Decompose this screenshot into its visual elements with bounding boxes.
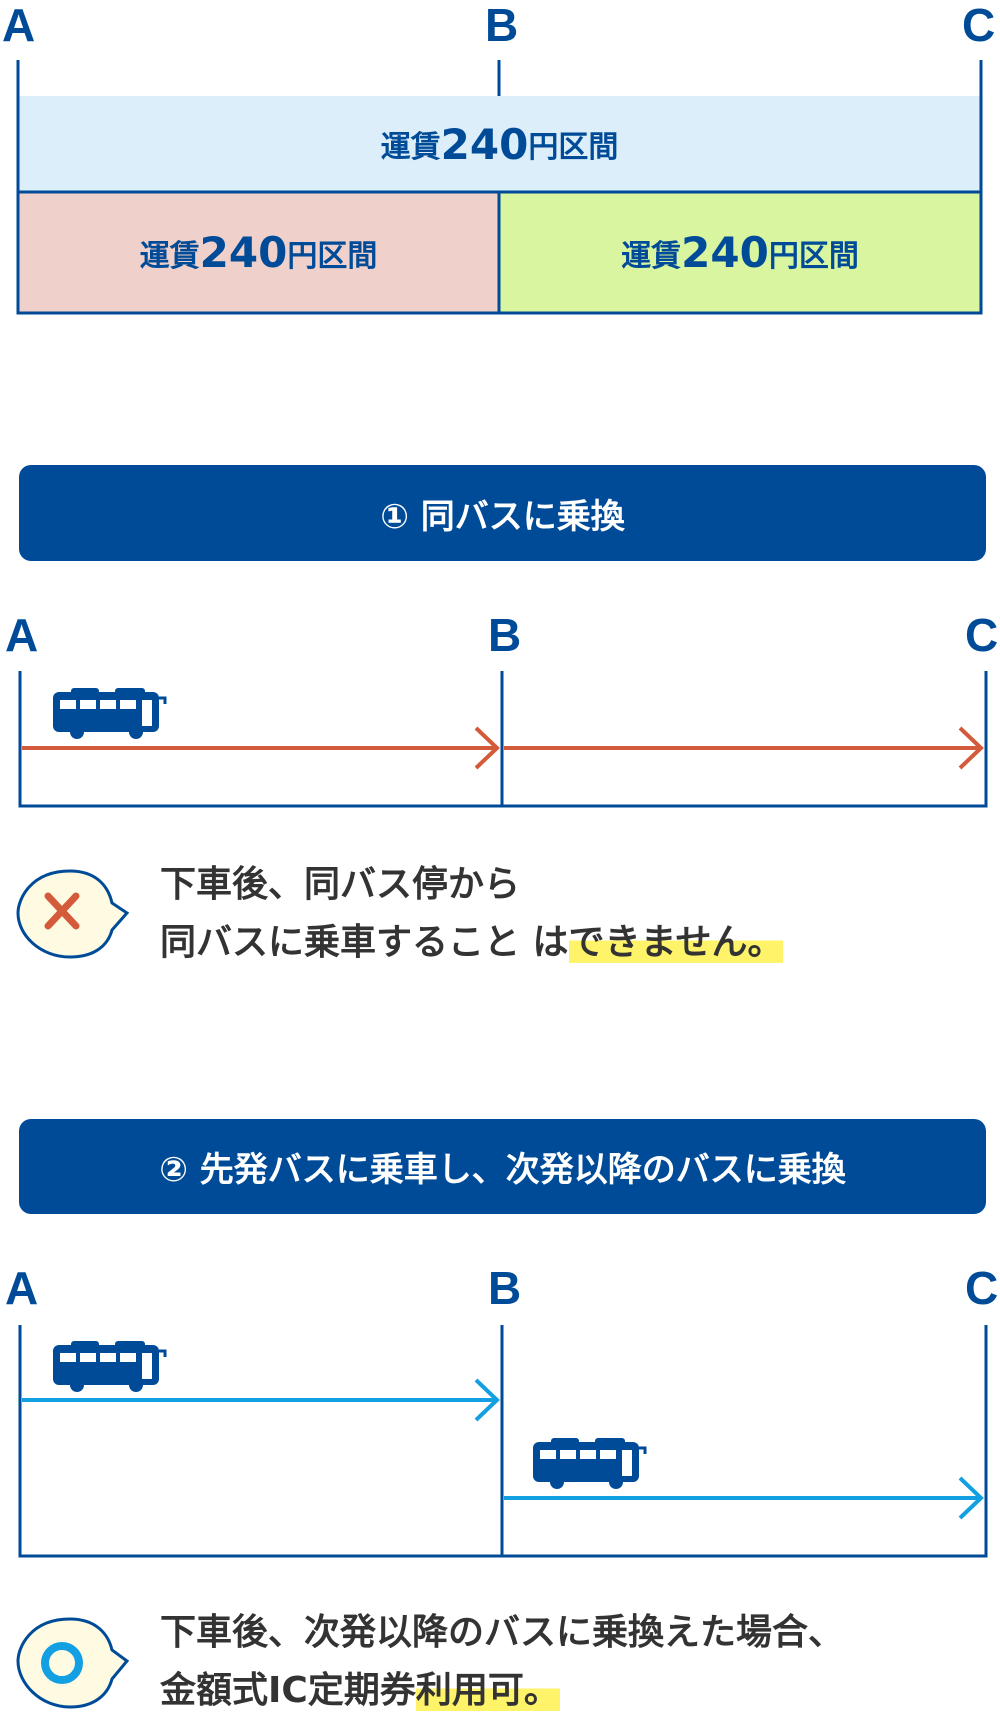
fare-prefix: 運賃 bbox=[380, 130, 441, 165]
fare-suffix: 円区間 bbox=[768, 238, 859, 274]
arrow-b-to-c bbox=[504, 726, 984, 770]
fare-amount: 240 bbox=[199, 228, 288, 277]
message-text: 同バスに乗車すること は bbox=[160, 922, 569, 963]
left-section-bg bbox=[18, 192, 499, 313]
stop-label-c: C bbox=[962, 0, 996, 51]
fare-amount: 240 bbox=[440, 119, 529, 169]
fare-suffix: 円区間 bbox=[528, 130, 619, 165]
stop-label-c: C bbox=[965, 609, 999, 661]
fare-diagram bbox=[16, 60, 983, 315]
bus-icon bbox=[531, 1436, 647, 1491]
stop-label-b: B bbox=[488, 1262, 522, 1314]
case1-message: 下車後、同バス停から 同バスに乗車すること はできません。 bbox=[160, 856, 784, 972]
case1-title: ① 同バスに乗換 bbox=[19, 465, 986, 561]
stop-label-a: A bbox=[5, 609, 39, 661]
bus-icon bbox=[51, 1339, 167, 1394]
message-line-1: 下車後、次発以降のバスに乗換えた場合、 bbox=[160, 1612, 845, 1653]
arrow-a-to-b bbox=[22, 726, 500, 770]
fare-prefix: 運賃 bbox=[139, 238, 200, 274]
message-line-1: 下車後、同バス停から bbox=[160, 864, 521, 905]
right-section-bg bbox=[499, 192, 981, 313]
case2-title: ② 先発バスに乗車し、次発以降のバスに乗換 bbox=[19, 1119, 986, 1214]
message-line-2: 金額式IC定期券利用可。 bbox=[160, 1662, 844, 1720]
case1-diagram bbox=[16, 671, 988, 959]
highlighted-text: 利用可。 bbox=[415, 1670, 560, 1711]
message-line-2: 同バスに乗車すること はできません。 bbox=[160, 914, 784, 972]
bus-icon bbox=[51, 686, 167, 741]
stop-label-b: B bbox=[488, 609, 522, 661]
stop-label-a: A bbox=[5, 1262, 39, 1314]
fare-amount: 240 bbox=[681, 228, 769, 277]
cross-icon bbox=[16, 869, 130, 959]
fare-suffix: 円区間 bbox=[287, 238, 378, 274]
case2-diagram bbox=[16, 1325, 988, 1709]
fare-prefix: 運賃 bbox=[621, 238, 682, 274]
stop-label-a: A bbox=[2, 0, 36, 51]
full-section-bg bbox=[18, 96, 981, 192]
circle-ok-icon bbox=[16, 1617, 130, 1709]
stop-label-c: C bbox=[965, 1262, 999, 1314]
stop-label-b: B bbox=[485, 0, 519, 51]
highlighted-text: できません。 bbox=[568, 922, 784, 963]
arrow-b-to-c bbox=[504, 1476, 984, 1520]
arrow-a-to-b bbox=[22, 1378, 500, 1422]
case2-message: 下車後、次発以降のバスに乗換えた場合、 金額式IC定期券利用可。 bbox=[160, 1604, 844, 1720]
message-text: 金額式IC定期券 bbox=[160, 1670, 416, 1711]
